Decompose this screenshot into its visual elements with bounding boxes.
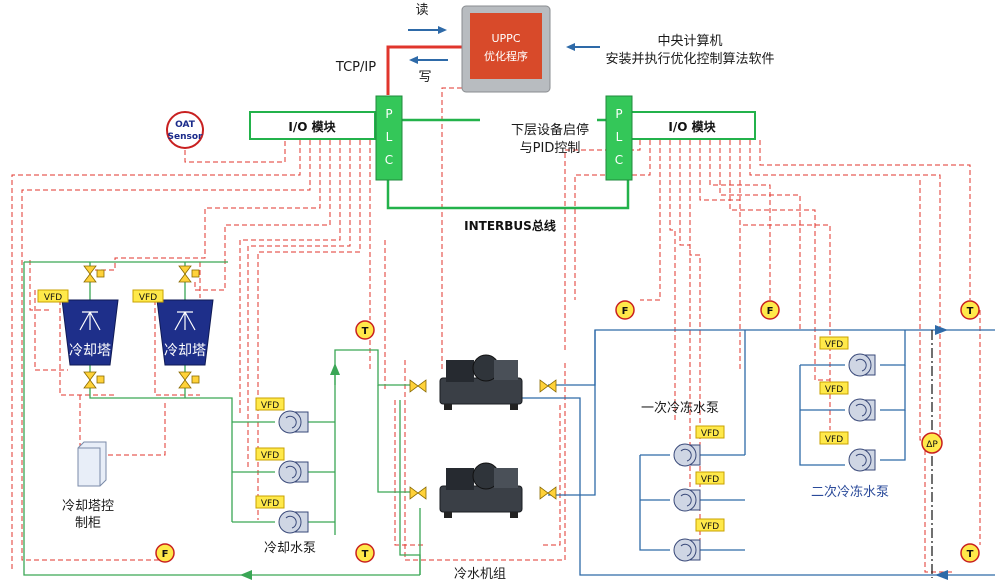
flow-sensor-cooling: F: [155, 543, 175, 563]
svg-text:F: F: [622, 306, 629, 317]
io-module-right: I/O 模块: [629, 111, 756, 140]
svg-text:I/O 模块: I/O 模块: [288, 119, 336, 134]
svg-text:T: T: [362, 549, 369, 560]
tcpip-label: TCP/IP: [335, 60, 376, 75]
svg-text:VFD: VFD: [701, 522, 719, 532]
primary-pump-3: VFD: [673, 518, 725, 562]
chilled-water-pipes: [520, 329, 995, 576]
uppc-computer: UPPC 优化程序: [461, 5, 551, 93]
svg-text:VFD: VFD: [825, 435, 843, 445]
lower-control-label: 下层设备启停: [511, 122, 589, 138]
flow-sensor-secondary: F: [760, 300, 780, 320]
temp-sensor-chilled-supply: T: [960, 300, 980, 320]
svg-text:VFD: VFD: [261, 401, 279, 411]
svg-text:P: P: [615, 107, 622, 121]
svg-text:C: C: [615, 153, 623, 167]
central-computer-desc: 安装并执行优化控制算法软件: [605, 52, 774, 67]
tower-label: 冷却塔: [164, 343, 206, 359]
svg-text:Sensor: Sensor: [168, 132, 204, 142]
cooling-tower-2: 冷却塔: [156, 299, 214, 366]
secondary-pump-label: 二次冷冻水泵: [811, 484, 889, 500]
svg-text:ΔP: ΔP: [926, 440, 938, 450]
svg-text:VFD: VFD: [825, 340, 843, 350]
chiller-2: [439, 462, 523, 518]
svg-text:制柜: 制柜: [75, 516, 101, 531]
interbus-label: INTERBUS总线: [464, 218, 556, 233]
arrow-left-icon: [566, 43, 575, 51]
svg-text:F: F: [767, 306, 774, 317]
read-label: 读: [415, 3, 428, 18]
signal-wiring: [11, 87, 981, 573]
svg-text:T: T: [967, 306, 974, 317]
dp-sensor: ΔP: [921, 432, 943, 454]
svg-text:OAT: OAT: [175, 120, 196, 130]
svg-text:VFD: VFD: [701, 475, 719, 485]
tower-control-cabinet: 冷却塔控 制柜: [62, 441, 114, 531]
svg-text:T: T: [967, 549, 974, 560]
svg-text:VFD: VFD: [139, 293, 157, 303]
temp-sensor-cooling-return: T: [355, 543, 375, 563]
oat-sensor: OAT Sensor: [166, 111, 204, 149]
flow-sensor-primary: F: [615, 300, 635, 320]
chiller-1: [439, 354, 523, 410]
plc-right: P L C: [605, 95, 633, 181]
tower-label: 冷却塔: [69, 343, 111, 359]
primary-pump-label: 一次冷冻水泵: [641, 400, 719, 416]
cooling-pump-1: VFD: [255, 397, 309, 434]
flow-arrow-icon: [330, 363, 340, 375]
cooling-pump-3: VFD: [255, 495, 309, 534]
chiller-group-label: 冷水机组: [454, 567, 506, 582]
cooling-pump-2: VFD: [255, 447, 309, 484]
secondary-pump-1: VFD: [819, 336, 876, 377]
temp-sensor-chilled-return: T: [960, 543, 980, 563]
primary-pump-2: VFD: [673, 471, 725, 512]
svg-text:I/O 模块: I/O 模块: [668, 119, 716, 134]
svg-text:F: F: [162, 549, 169, 560]
svg-text:VFD: VFD: [701, 429, 719, 439]
flow-arrow-icon: [240, 570, 252, 580]
valve-icons: [83, 265, 557, 500]
tower-vfd-2: VFD: [132, 289, 164, 303]
lower-control-desc: 与PID控制: [520, 141, 581, 156]
svg-text:VFD: VFD: [261, 451, 279, 461]
plc-left: P L C: [375, 95, 403, 181]
svg-text:VFD: VFD: [825, 385, 843, 395]
arrow-left-icon: [409, 56, 418, 64]
io-module-left: I/O 模块: [249, 111, 376, 140]
svg-text:L: L: [616, 130, 623, 144]
uppc-title: UPPC: [492, 32, 521, 45]
svg-text:VFD: VFD: [261, 499, 279, 509]
cooling-tower-1: 冷却塔: [61, 299, 119, 366]
secondary-pump-3: VFD: [819, 431, 876, 472]
temp-sensor-cooling-supply: T: [355, 320, 375, 340]
tower-vfd-1: VFD: [37, 289, 69, 303]
flow-arrow-icon: [935, 570, 948, 580]
svg-text:冷却塔控: 冷却塔控: [62, 499, 114, 514]
svg-text:T: T: [362, 326, 369, 337]
uppc-subtitle: 优化程序: [484, 49, 528, 63]
svg-text:C: C: [385, 153, 393, 167]
tcpip-link: [386, 45, 462, 95]
secondary-pump-2: VFD: [819, 381, 876, 422]
svg-text:VFD: VFD: [44, 293, 62, 303]
cooling-pump-label: 冷却水泵: [264, 541, 316, 556]
central-computer-label: 中央计算机: [657, 34, 722, 49]
svg-text:L: L: [386, 130, 393, 144]
flow-arrow-icon: [935, 325, 948, 335]
arrow-right-icon: [438, 26, 447, 34]
svg-text:P: P: [385, 107, 392, 121]
write-label: 写: [418, 70, 431, 85]
primary-pump-1: VFD: [673, 425, 725, 467]
